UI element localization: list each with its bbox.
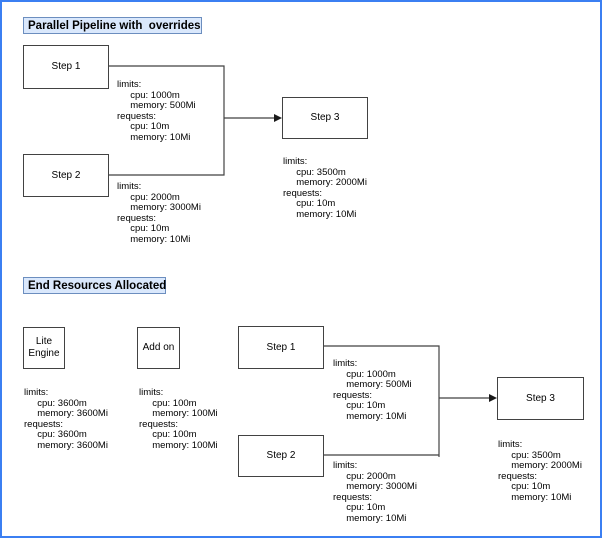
node-bottom-step1: Step 1	[238, 326, 324, 369]
node-bottom-step3: Step 3	[497, 377, 584, 420]
resources-note-top-step1: limits: cpu: 1000m memory: 500Mi request…	[117, 79, 196, 143]
resources-note-add-on: limits: cpu: 100m memory: 100Mi requests…	[139, 387, 218, 451]
arrowhead-top	[274, 114, 282, 122]
arrowhead-bottom	[489, 394, 497, 402]
node-lite-engine: Lite Engine	[23, 327, 65, 369]
section-title-end-resources: End Resources Allocated	[23, 277, 166, 294]
node-bottom-step2: Step 2	[238, 435, 324, 477]
resources-note-bottom-step2: limits: cpu: 2000m memory: 3000Mi reques…	[333, 460, 417, 524]
node-top-step2: Step 2	[23, 154, 109, 197]
resources-note-lite-engine: limits: cpu: 3600m memory: 3600Mi reques…	[24, 387, 108, 451]
section-title-parallel-pipeline: Parallel Pipeline with overrides	[23, 17, 202, 34]
resources-note-top-step3: limits: cpu: 3500m memory: 2000Mi reques…	[283, 156, 367, 220]
node-top-step3: Step 3	[282, 97, 368, 139]
resources-note-bottom-step1: limits: cpu: 1000m memory: 500Mi request…	[333, 358, 412, 422]
node-add-on: Add on	[137, 327, 180, 369]
resources-note-bottom-step3: limits: cpu: 3500m memory: 2000Mi reques…	[498, 439, 582, 503]
node-top-step1: Step 1	[23, 45, 109, 89]
resources-note-top-step2: limits: cpu: 2000m memory: 3000Mi reques…	[117, 181, 201, 245]
